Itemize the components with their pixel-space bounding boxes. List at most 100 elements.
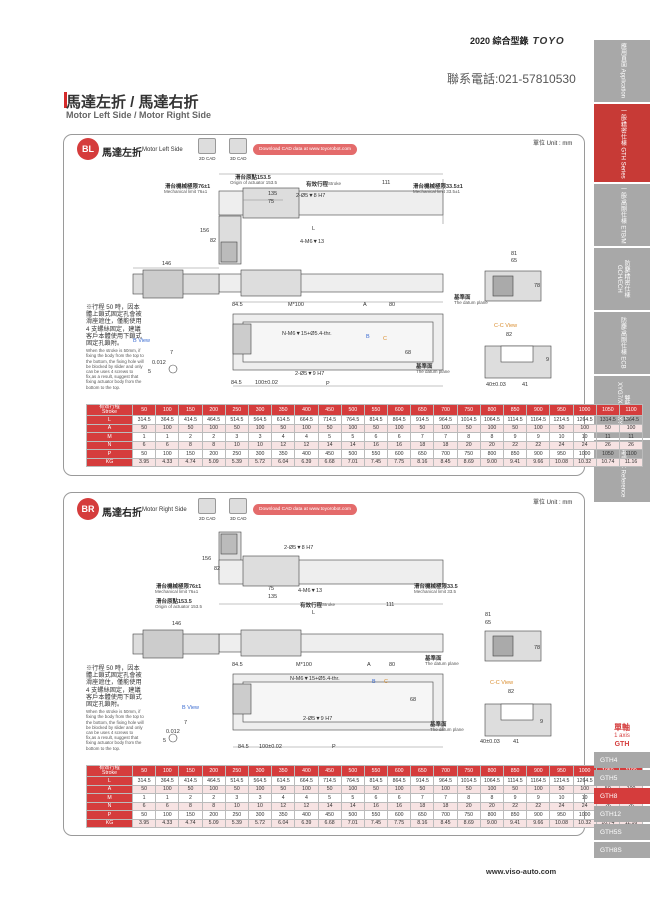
br-tag: BR xyxy=(77,498,99,520)
table-cell: 22 xyxy=(502,801,528,811)
model-tab-gth5s[interactable]: GTH5S xyxy=(594,824,650,840)
dim-81: 81 xyxy=(511,251,518,257)
dim-7: 7 xyxy=(170,350,174,356)
table-cell: 50 xyxy=(410,423,435,433)
table-cell: 2 xyxy=(201,793,226,803)
table-cell: 11.16 xyxy=(618,457,644,467)
model-tab-gth5[interactable]: GTH5 xyxy=(594,770,650,786)
datum-plane-label-2-en: The datum plane xyxy=(430,727,464,732)
dim-82: 82 xyxy=(210,238,217,244)
table-cell: 5 xyxy=(340,793,365,803)
dowel-hole-label: 2-Ø5▼8 H7 xyxy=(296,193,326,199)
table-cell: 4 xyxy=(271,432,296,442)
model-tab-gth8[interactable]: GTH8 xyxy=(594,788,650,804)
table-cell: 18 xyxy=(433,440,458,450)
download-cad-label: Download CAD data at www.toyorobot.com xyxy=(259,147,351,152)
table-cell: 5.39 xyxy=(224,818,249,828)
table-cell: 10 xyxy=(247,801,273,811)
stroke-cell: 950 xyxy=(549,404,574,416)
table-cell: 300 xyxy=(247,810,273,820)
dim-80: 80 xyxy=(389,662,396,668)
table-cell: 8.45 xyxy=(433,457,458,467)
table-cell: 2 xyxy=(178,432,203,442)
table-cell: 6 xyxy=(131,801,157,811)
table-row: N668810101212141416161818202022222424262… xyxy=(86,801,644,811)
table-cell: 564.5 xyxy=(247,415,273,425)
download-cad-button[interactable]: Download CAD data at www.toyorobot.com xyxy=(253,144,357,155)
table-cell: 1 xyxy=(155,793,180,803)
cad-2d-label: 2D CAD xyxy=(199,156,216,161)
table-cell: 6.04 xyxy=(271,818,296,828)
table-cell: 350 xyxy=(271,449,296,459)
axis-label-en: 1 axis xyxy=(614,733,630,739)
website-url[interactable]: www.viso-auto.com xyxy=(486,867,557,876)
datum-plane-label-en: The datum plane xyxy=(454,300,488,305)
table-cell: 6 xyxy=(387,432,412,442)
datum-plane-label-2: 基準面 xyxy=(416,364,433,370)
mech-limit-right-en: Mechanical limit 33.5 xyxy=(414,589,457,594)
table-cell: 800 xyxy=(479,449,505,459)
table-cell: 1 xyxy=(155,432,180,442)
model-tab-gth8s[interactable]: GTH8S xyxy=(594,842,650,858)
side-tab-gch[interactable]: 防塵/精密仕樣 GCH/ECH xyxy=(594,248,650,310)
table-cell: 4 xyxy=(271,793,296,803)
dim-84-5: 84.5 xyxy=(232,302,243,308)
table-cell: 350 xyxy=(271,810,296,820)
side-tab-ecb[interactable]: 防塵/高剛仕樣 ECB xyxy=(594,312,650,374)
bl-title-en: Motor Left Side xyxy=(142,147,183,153)
table-cell: 800 xyxy=(479,810,505,820)
table-cell: 650 xyxy=(410,810,435,820)
table-cell: 22 xyxy=(502,440,528,450)
table-cell: 1114.5 xyxy=(502,776,528,786)
table-cell: 18 xyxy=(410,440,435,450)
side-tab-etb[interactable]: 一般/高剛仕樣 ETB/M xyxy=(594,184,650,246)
dim-9: 9 xyxy=(540,719,544,725)
cad-2d-icon[interactable] xyxy=(198,138,216,154)
stroke-label: 有效行程 xyxy=(300,603,323,609)
table-cell: 7 xyxy=(433,793,458,803)
table-cell: 7 xyxy=(410,432,435,442)
stroke-note: ※行程 50 時，因本體上鎖式固定孔會被滑座遮住，僅能使用 4 支螺絲固定，建議… xyxy=(86,665,144,751)
table-cell: 24 xyxy=(572,801,597,811)
cad-2d-icon[interactable] xyxy=(198,498,216,514)
mech-limit-right: 滑台機械極限33.5 xyxy=(414,584,458,590)
stroke-cell: 150 xyxy=(178,765,203,777)
dim-135: 135 xyxy=(268,594,278,600)
table-cell: 9 xyxy=(526,432,551,442)
table-cell: 4.74 xyxy=(178,818,203,828)
dim-p: P xyxy=(326,381,330,387)
model-tab-gth4[interactable]: GTH4 xyxy=(594,752,650,768)
c-marker: C xyxy=(383,336,387,342)
cad-3d-icon[interactable] xyxy=(229,498,247,514)
dowel-hole-label: 2-Ø5▼8 H7 xyxy=(284,545,314,551)
table-cell: 18 xyxy=(410,801,435,811)
br-title: 馬達右折 xyxy=(102,508,142,519)
table-cell: 900 xyxy=(526,449,551,459)
dim-5: 5 xyxy=(148,369,152,375)
table-cell: 10 xyxy=(572,432,597,442)
model-tab-gth12[interactable]: GTH12 xyxy=(594,806,650,822)
table-cell: 7 xyxy=(433,432,458,442)
stroke-cell: 350 xyxy=(271,765,296,777)
cad-3d-icon[interactable] xyxy=(229,138,247,154)
table-cell: 50 xyxy=(271,784,296,794)
stroke-cell: 50 xyxy=(131,404,157,416)
table-cell: 12 xyxy=(271,801,296,811)
table-cell: 8 xyxy=(456,793,481,803)
table-cell: 100 xyxy=(201,423,226,433)
table-cell: 50 xyxy=(549,784,574,794)
table-cell: 5.39 xyxy=(224,457,249,467)
b-marker: B xyxy=(366,334,370,340)
download-cad-button[interactable]: Download CAD data at www.toyorobot.com xyxy=(253,504,357,515)
table-cell: 10.08 xyxy=(549,457,574,467)
table-cell: 12 xyxy=(271,440,296,450)
mech-limit-right-en: Mechanical limit 33.5±1 xyxy=(413,189,460,194)
side-tab-gth-series[interactable]: 一般/精密仕樣 GTH Series xyxy=(594,104,650,182)
pitch-label: 100±0.02 xyxy=(255,380,278,386)
side-tab-application[interactable]: 應用頁面 Application xyxy=(594,40,650,102)
table-cell: 12 xyxy=(294,801,319,811)
